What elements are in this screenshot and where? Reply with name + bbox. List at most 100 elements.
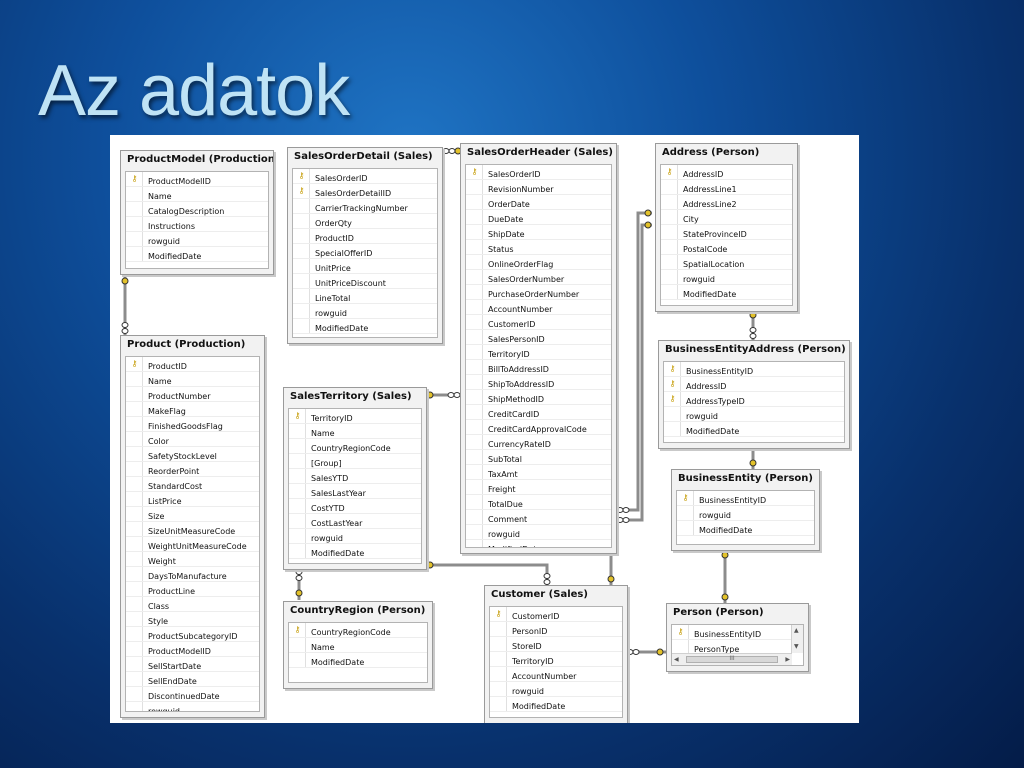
- column-row[interactable]: ModifiedDate: [677, 521, 814, 536]
- column-row[interactable]: ⚷CountryRegionCode: [289, 623, 427, 638]
- column-row[interactable]: ShipDate: [466, 225, 611, 240]
- column-row[interactable]: SalesLastYear: [289, 484, 421, 499]
- column-row[interactable]: ⚷AddressID: [664, 377, 844, 392]
- column-row[interactable]: Style: [126, 612, 259, 627]
- column-row[interactable]: SafetyStockLevel: [126, 447, 259, 462]
- column-row[interactable]: ⚷AddressID: [661, 165, 792, 180]
- column-list[interactable]: ⚷BusinessEntityID⚷AddressID⚷AddressTypeI…: [663, 361, 845, 443]
- column-row[interactable]: ⚷ProductModelID: [126, 172, 268, 187]
- column-row[interactable]: ⚷CustomerID: [490, 607, 622, 622]
- column-row[interactable]: Name: [289, 424, 421, 439]
- column-row[interactable]: RevisionNumber: [466, 180, 611, 195]
- column-row[interactable]: ProductNumber: [126, 387, 259, 402]
- column-row[interactable]: SalesOrderNumber: [466, 270, 611, 285]
- column-row[interactable]: ModifiedDate: [126, 247, 268, 262]
- column-row[interactable]: Color: [126, 432, 259, 447]
- column-row[interactable]: rowguid: [661, 270, 792, 285]
- column-row[interactable]: SubTotal: [466, 450, 611, 465]
- column-row[interactable]: rowguid: [293, 304, 437, 319]
- table-businessentity[interactable]: BusinessEntity (Person)⚷BusinessEntityID…: [671, 469, 820, 551]
- column-row[interactable]: CurrencyRateID: [466, 435, 611, 450]
- column-row[interactable]: [Group]: [289, 454, 421, 469]
- column-row[interactable]: ModifiedDate: [293, 319, 437, 334]
- column-row[interactable]: CountryRegionCode: [289, 439, 421, 454]
- column-row[interactable]: rowguid: [466, 525, 611, 540]
- column-row[interactable]: ShipMethodID: [466, 390, 611, 405]
- column-row[interactable]: DiscontinuedDate: [126, 687, 259, 702]
- column-row[interactable]: OnlineOrderFlag: [466, 255, 611, 270]
- column-row[interactable]: Weight: [126, 552, 259, 567]
- column-row[interactable]: Comment: [466, 510, 611, 525]
- column-row[interactable]: rowguid: [289, 529, 421, 544]
- column-row[interactable]: CatalogDescription: [126, 202, 268, 217]
- column-row[interactable]: StandardCost: [126, 477, 259, 492]
- column-row[interactable]: rowguid: [677, 506, 814, 521]
- column-row[interactable]: ShipToAddressID: [466, 375, 611, 390]
- column-row[interactable]: Instructions: [126, 217, 268, 232]
- column-row[interactable]: ModifiedDate: [466, 540, 611, 547]
- column-row[interactable]: CostYTD: [289, 499, 421, 514]
- column-row[interactable]: ⚷ProductID: [126, 357, 259, 372]
- column-row[interactable]: ⚷SalesOrderID: [293, 169, 437, 184]
- horizontal-scrollbar[interactable]: ◀III▶: [672, 653, 792, 665]
- table-salesorderdetail[interactable]: SalesOrderDetail (Sales)⚷SalesOrderID⚷Sa…: [287, 147, 443, 344]
- column-row[interactable]: rowguid: [126, 232, 268, 247]
- column-row[interactable]: StoreID: [490, 637, 622, 652]
- column-row[interactable]: AccountNumber: [490, 667, 622, 682]
- column-row[interactable]: AccountNumber: [466, 300, 611, 315]
- scroll-thumb[interactable]: III: [686, 655, 778, 663]
- column-row[interactable]: SellEndDate: [126, 672, 259, 687]
- table-countryregion[interactable]: CountryRegion (Person)⚷CountryRegionCode…: [283, 601, 433, 689]
- column-row[interactable]: ⚷BusinessEntityID: [672, 625, 792, 640]
- column-row[interactable]: CarrierTrackingNumber: [293, 199, 437, 214]
- column-row[interactable]: LineTotal: [293, 289, 437, 304]
- scroll-up-icon[interactable]: ▲: [794, 627, 799, 634]
- column-row[interactable]: ProductID: [293, 229, 437, 244]
- column-row[interactable]: BillToAddressID: [466, 360, 611, 375]
- table-businessentityaddress[interactable]: BusinessEntityAddress (Person)⚷BusinessE…: [658, 340, 850, 449]
- column-row[interactable]: Freight: [466, 480, 611, 495]
- column-row[interactable]: Name: [126, 187, 268, 202]
- column-row[interactable]: rowguid: [664, 407, 844, 422]
- scroll-right-icon[interactable]: ▶: [785, 656, 790, 663]
- column-row[interactable]: ⚷TerritoryID: [289, 409, 421, 424]
- column-row[interactable]: ModifiedDate: [664, 422, 844, 437]
- column-row[interactable]: SellStartDate: [126, 657, 259, 672]
- column-row[interactable]: CreditCardApprovalCode: [466, 420, 611, 435]
- column-row[interactable]: Name: [289, 638, 427, 653]
- scroll-down-icon[interactable]: ▼: [794, 643, 799, 650]
- column-row[interactable]: PersonID: [490, 622, 622, 637]
- column-row[interactable]: Class: [126, 597, 259, 612]
- column-row[interactable]: OrderQty: [293, 214, 437, 229]
- column-row[interactable]: City: [661, 210, 792, 225]
- column-row[interactable]: AddressLine1: [661, 180, 792, 195]
- column-row[interactable]: SalesYTD: [289, 469, 421, 484]
- column-row[interactable]: ModifiedDate: [661, 285, 792, 300]
- column-row[interactable]: DueDate: [466, 210, 611, 225]
- column-row[interactable]: SizeUnitMeasureCode: [126, 522, 259, 537]
- column-row[interactable]: ListPrice: [126, 492, 259, 507]
- column-row[interactable]: ⚷AddressTypeID: [664, 392, 844, 407]
- column-row[interactable]: ⚷BusinessEntityID: [664, 362, 844, 377]
- column-row[interactable]: ⚷BusinessEntityID: [677, 491, 814, 506]
- column-row[interactable]: ProductSubcategoryID: [126, 627, 259, 642]
- column-row[interactable]: ProductModelID: [126, 642, 259, 657]
- column-row[interactable]: SpatialLocation: [661, 255, 792, 270]
- column-row[interactable]: PostalCode: [661, 240, 792, 255]
- column-row[interactable]: ReorderPoint: [126, 462, 259, 477]
- column-row[interactable]: SalesPersonID: [466, 330, 611, 345]
- column-row[interactable]: TotalDue: [466, 495, 611, 510]
- column-row[interactable]: ProductLine: [126, 582, 259, 597]
